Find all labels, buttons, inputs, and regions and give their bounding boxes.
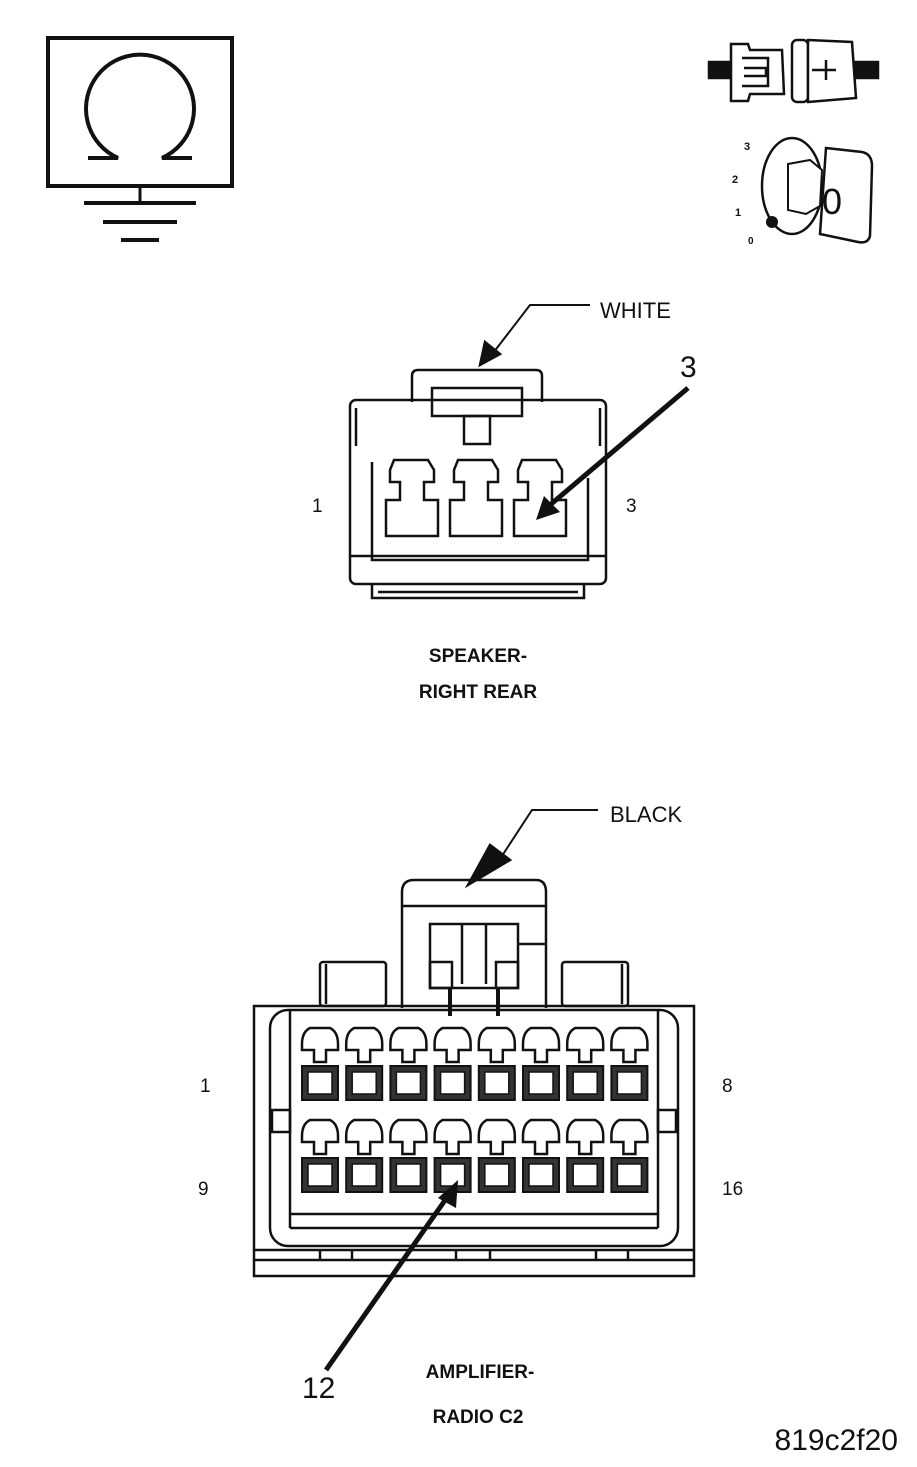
amplifier-pin-cavity bbox=[610, 1026, 649, 1101]
speaker-connector bbox=[348, 304, 608, 600]
speaker-pin-cavity bbox=[448, 458, 504, 538]
key-pos-0: 0 bbox=[748, 236, 754, 247]
amplifier-pin-cavity bbox=[344, 1026, 384, 1101]
amplifier-title-line2: RADIO C2 bbox=[433, 1407, 524, 1428]
disconnect-connector-icon bbox=[707, 38, 880, 104]
amplifier-pin-cavity bbox=[610, 1118, 649, 1193]
amplifier-color-label: BLACK bbox=[610, 802, 682, 827]
amplifier-pin-cavity bbox=[433, 1026, 472, 1101]
speaker-pin-label-right: 3 bbox=[626, 496, 637, 517]
speaker-color-label: WHITE bbox=[600, 298, 671, 323]
amplifier-pin-cavity bbox=[344, 1118, 384, 1193]
amplifier-connector bbox=[252, 809, 696, 1278]
speaker-pin-cavity bbox=[384, 458, 440, 538]
figure-id: 819c2f20 bbox=[775, 1424, 898, 1457]
speaker-pin-label-left: 1 bbox=[312, 496, 323, 517]
ohmmeter-ground-icon bbox=[46, 36, 234, 242]
amplifier-pin-cavity bbox=[433, 1118, 472, 1193]
key-pos-2: 2 bbox=[732, 174, 738, 186]
amplifier-pin-cavity bbox=[389, 1026, 428, 1101]
speaker-pin-callout bbox=[536, 386, 690, 520]
amplifier-pin-cavity bbox=[300, 1118, 340, 1193]
speaker-pin-cavities bbox=[384, 458, 568, 538]
amplifier-pin-callout bbox=[323, 1180, 458, 1372]
amplifier-pin-cavity bbox=[389, 1118, 428, 1193]
amplifier-pin-label-1: 1 bbox=[200, 1076, 211, 1097]
speaker-title-line1: SPEAKER- bbox=[429, 646, 527, 667]
amplifier-callout-number: 12 bbox=[302, 1372, 335, 1405]
amplifier-pin-cavity bbox=[521, 1118, 561, 1193]
amplifier-pin-cavity bbox=[300, 1026, 340, 1101]
key-label: 0 bbox=[822, 181, 842, 222]
speaker-pin-cavity bbox=[512, 458, 568, 538]
amplifier-pin-cavities bbox=[300, 1026, 649, 1193]
amplifier-pin-label-16: 16 bbox=[722, 1179, 743, 1200]
speaker-title-line2: RIGHT REAR bbox=[419, 682, 538, 703]
amplifier-pin-label-9: 9 bbox=[198, 1179, 209, 1200]
ignition-key-off-icon: 3 2 1 0 0 bbox=[732, 136, 874, 247]
amplifier-pin-cavity bbox=[477, 1118, 517, 1193]
speaker-callout-number: 3 bbox=[680, 351, 697, 384]
amplifier-pin-cavity bbox=[521, 1026, 561, 1101]
key-pos-1: 1 bbox=[735, 207, 741, 219]
amplifier-pin-label-8: 8 bbox=[722, 1076, 733, 1097]
amplifier-title-line1: AMPLIFIER- bbox=[426, 1362, 535, 1383]
amplifier-pin-cavity bbox=[565, 1118, 605, 1193]
amplifier-pin-cavity bbox=[565, 1026, 605, 1101]
key-pos-3: 3 bbox=[744, 141, 750, 153]
amplifier-pin-cavity bbox=[477, 1026, 517, 1101]
